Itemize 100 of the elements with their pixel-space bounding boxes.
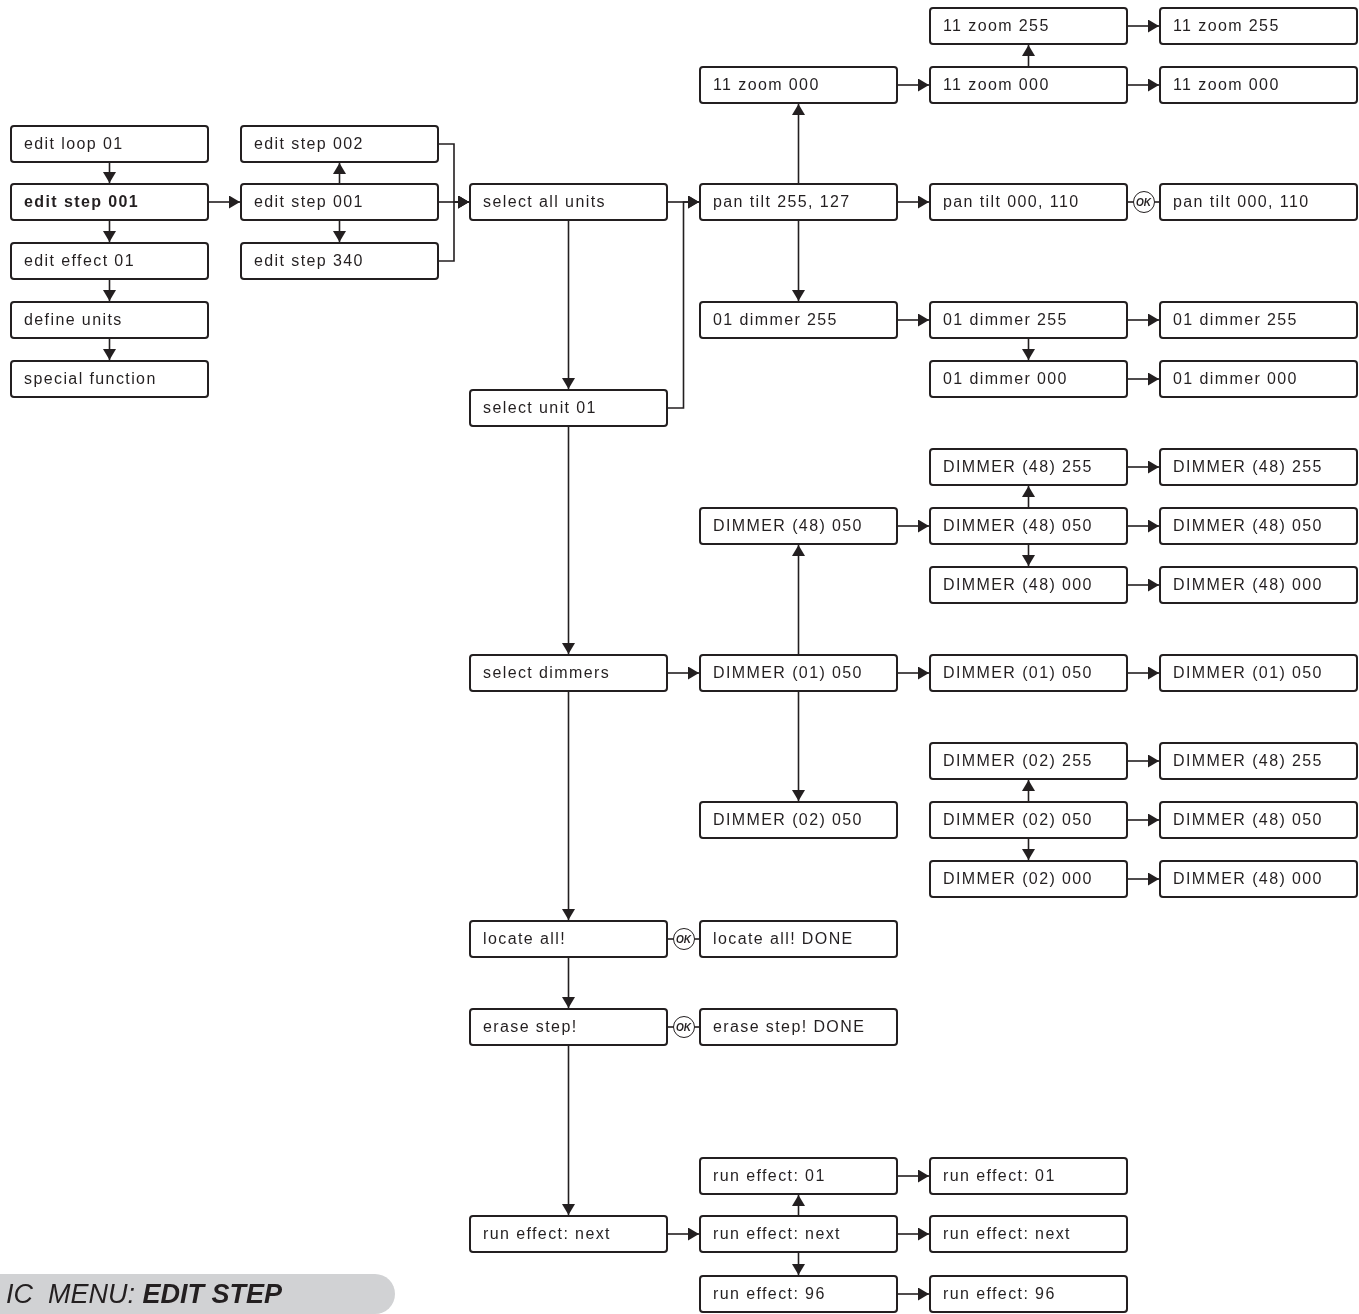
display-box — [699, 1275, 898, 1313]
arrow — [562, 691, 575, 921]
display-box — [699, 183, 898, 221]
arrow — [333, 220, 346, 243]
display-text: DIMMER (48) 050 — [713, 517, 863, 535]
display-text: DIMMER (48) 050 — [1173, 811, 1323, 829]
display-text: DIMMER (48) 255 — [1173, 458, 1323, 476]
arrow — [1127, 78, 1160, 92]
display-text: DIMMER (02) 050 — [943, 811, 1093, 829]
display-text: DIMMER (01) 050 — [713, 664, 863, 682]
arrow — [1022, 338, 1035, 361]
arrow — [208, 195, 241, 209]
display-text: run effect: next — [943, 1225, 1071, 1243]
display-text: pan tilt 255, 127 — [713, 193, 851, 211]
display-text: select all units — [483, 193, 606, 211]
display-box — [1159, 654, 1358, 692]
display-box — [699, 1157, 898, 1195]
display-box — [240, 125, 439, 163]
display-text: 11 zoom 000 — [713, 76, 820, 94]
display-text: 01 dimmer 000 — [1173, 370, 1298, 388]
display-box — [1159, 566, 1358, 604]
arrow — [1022, 544, 1035, 567]
arrow — [1127, 578, 1160, 592]
arrow — [333, 162, 346, 184]
display-box — [10, 301, 209, 339]
arrow — [897, 666, 930, 680]
display-text: DIMMER (02) 000 — [943, 870, 1093, 888]
display-text: 01 dimmer 255 — [1173, 311, 1298, 329]
display-box — [929, 183, 1128, 221]
arrow — [103, 162, 116, 184]
display-box — [699, 507, 898, 545]
display-box — [1159, 183, 1358, 221]
arrow — [792, 1252, 805, 1276]
display-box — [699, 301, 898, 339]
arrow — [1022, 485, 1035, 508]
arrow — [562, 426, 575, 655]
display-text: run effect: 01 — [713, 1167, 826, 1185]
display-box — [1159, 448, 1358, 486]
display-box — [469, 1008, 668, 1046]
display-text: DIMMER (01) 050 — [943, 664, 1093, 682]
display-box — [240, 183, 439, 221]
display-box — [699, 920, 898, 958]
display-text: DIMMER (48) 255 — [943, 458, 1093, 476]
display-box — [699, 1215, 898, 1253]
arrow — [1022, 838, 1035, 861]
display-text: run effect: next — [483, 1225, 611, 1243]
display-text: 11 zoom 000 — [943, 76, 1050, 94]
display-text: select unit 01 — [483, 399, 597, 417]
arrow — [792, 220, 805, 302]
display-box — [1159, 66, 1358, 104]
display-text: define units — [24, 311, 123, 329]
display-box — [10, 360, 209, 398]
display-text: run effect: 96 — [943, 1285, 1056, 1303]
arrow — [1127, 19, 1160, 33]
display-box — [469, 654, 668, 692]
display-box — [699, 801, 898, 839]
display-text: erase step! — [483, 1018, 578, 1036]
display-box — [929, 566, 1128, 604]
display-box — [929, 7, 1128, 45]
arrow — [1022, 779, 1035, 802]
display-text: DIMMER (48) 000 — [1173, 870, 1323, 888]
arrow — [897, 1287, 930, 1301]
display-box — [1159, 301, 1358, 339]
arrow — [897, 195, 930, 209]
display-box — [929, 1157, 1128, 1195]
arrow — [897, 78, 930, 92]
arrow — [1127, 872, 1160, 886]
display-box — [699, 66, 898, 104]
arrow — [792, 544, 805, 655]
display-box — [240, 242, 439, 280]
arrow — [1127, 813, 1160, 827]
ok-button-label: OK — [672, 928, 695, 950]
arrow — [667, 1227, 700, 1241]
arrow — [897, 1227, 930, 1241]
arrow — [667, 195, 700, 409]
display-box — [699, 654, 898, 692]
display-text: pan tilt 000, 110 — [1173, 193, 1310, 211]
arrow — [1127, 666, 1160, 680]
display-box — [1159, 360, 1358, 398]
display-text: run effect: 96 — [713, 1285, 826, 1303]
display-text: edit step 001 — [24, 193, 140, 211]
arrow — [562, 957, 575, 1009]
arrow — [792, 1194, 805, 1216]
ok-button-label: OK — [1132, 191, 1155, 213]
display-text: edit loop 01 — [24, 135, 124, 153]
display-box — [1159, 7, 1358, 45]
display-box — [929, 860, 1128, 898]
arrow — [792, 691, 805, 802]
arrow — [897, 313, 930, 327]
arrow — [1022, 44, 1035, 67]
display-text: DIMMER (02) 255 — [943, 752, 1093, 770]
display-text: edit effect 01 — [24, 252, 135, 270]
display-text: 01 dimmer 255 — [943, 311, 1068, 329]
display-text: 01 dimmer 255 — [713, 311, 838, 329]
display-text: erase step! DONE — [713, 1018, 866, 1036]
display-text: locate all! — [483, 930, 566, 948]
display-box — [10, 183, 209, 221]
arrow — [1127, 519, 1160, 533]
display-box — [929, 1275, 1128, 1313]
arrow — [438, 195, 470, 262]
